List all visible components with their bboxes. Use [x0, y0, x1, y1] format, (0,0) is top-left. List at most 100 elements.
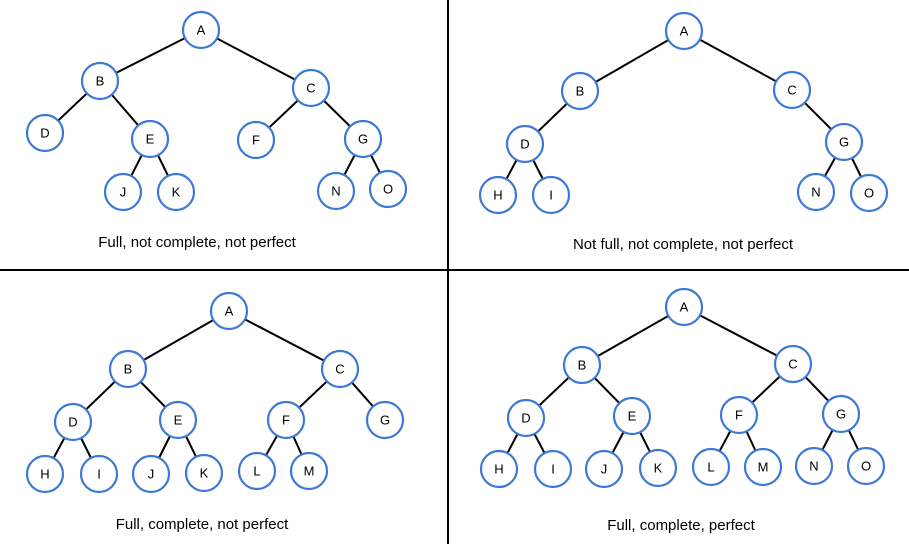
tree-node-n: N — [794, 446, 834, 486]
tree-node-m: M — [289, 451, 329, 491]
tree-node-d: D — [25, 113, 65, 153]
node-label: E — [174, 413, 183, 428]
edge-a-c — [228, 310, 341, 370]
node-label: M — [304, 464, 315, 479]
panel-1-caption: Full, not complete, not perfect — [98, 234, 296, 251]
tree-node-e: E — [612, 396, 652, 436]
node-circle — [237, 451, 277, 491]
node-circle — [316, 171, 356, 211]
node-circle — [796, 172, 836, 212]
node-label: A — [680, 24, 689, 39]
node-label: E — [146, 132, 155, 147]
node-circle — [103, 172, 143, 212]
node-circle — [479, 449, 519, 489]
tree-node-j: J — [103, 172, 143, 212]
node-circle — [53, 402, 93, 442]
node-circle — [365, 400, 405, 440]
node-label: F — [252, 133, 260, 148]
node-circle — [846, 446, 886, 486]
node-label: O — [383, 182, 393, 197]
tree-node-o: O — [368, 169, 408, 209]
edge-a-c — [683, 306, 794, 365]
tree-node-d: D — [506, 398, 546, 438]
node-circle — [320, 349, 360, 389]
node-circle — [821, 394, 861, 434]
tree-node-c: C — [291, 68, 331, 108]
node-label: J — [148, 467, 155, 482]
node-circle — [209, 291, 249, 331]
tree-node-h: H — [25, 454, 65, 494]
node-circle — [505, 124, 545, 164]
node-circle — [236, 120, 276, 160]
node-label: A — [225, 304, 234, 319]
node-circle — [291, 68, 331, 108]
tree-node-o: O — [849, 173, 889, 213]
node-circle — [25, 454, 65, 494]
node-label: C — [788, 357, 797, 372]
tree-node-i: I — [79, 454, 119, 494]
node-label: C — [787, 83, 796, 98]
tree-node-a: A — [664, 11, 704, 51]
node-circle — [531, 175, 571, 215]
node-circle — [80, 61, 120, 101]
tree-node-n: N — [316, 171, 356, 211]
edge-a-c — [200, 29, 312, 89]
tree-node-k: K — [156, 172, 196, 212]
tree-node-c: C — [772, 70, 812, 110]
node-label: J — [120, 185, 127, 200]
node-circle — [130, 119, 170, 159]
tree-node-g: G — [824, 122, 864, 162]
tree-node-l: L — [237, 451, 277, 491]
node-circle — [794, 446, 834, 486]
node-circle — [158, 400, 198, 440]
node-circle — [560, 71, 600, 111]
node-label: K — [200, 466, 209, 481]
node-circle — [849, 173, 889, 213]
tree-node-i: I — [533, 449, 573, 489]
node-label: E — [628, 409, 637, 424]
edge-a-c — [683, 30, 793, 91]
tree-node-i: I — [531, 175, 571, 215]
node-label: A — [680, 300, 689, 315]
tree-node-c: C — [773, 344, 813, 384]
tree-node-c: C — [320, 349, 360, 389]
node-circle — [108, 349, 148, 389]
node-label: N — [809, 459, 818, 474]
tree-node-k: K — [638, 448, 678, 488]
tree-node-j: J — [131, 454, 171, 494]
tree-node-a: A — [664, 287, 704, 327]
node-label: N — [811, 185, 820, 200]
node-label: O — [861, 459, 871, 474]
node-circle — [478, 175, 518, 215]
node-circle — [612, 396, 652, 436]
node-label: K — [172, 185, 181, 200]
tree-node-g: G — [343, 119, 383, 159]
edge-a-b — [581, 306, 685, 366]
edge-a-b — [127, 310, 230, 370]
panel-4-caption: Full, complete, perfect — [607, 517, 755, 534]
node-circle — [181, 10, 221, 50]
node-circle — [584, 449, 624, 489]
node-circle — [664, 11, 704, 51]
node-circle — [79, 454, 119, 494]
tree-node-g: G — [821, 394, 861, 434]
node-circle — [773, 344, 813, 384]
panel-3-caption: Full, complete, not perfect — [116, 516, 289, 533]
tree-node-b: B — [108, 349, 148, 389]
tree-node-h: H — [479, 449, 519, 489]
tree-node-h: H — [478, 175, 518, 215]
node-circle — [506, 398, 546, 438]
node-label: J — [601, 462, 608, 477]
tree-node-f: F — [266, 400, 306, 440]
node-circle — [638, 448, 678, 488]
node-label: C — [335, 362, 344, 377]
tree-node-e: E — [130, 119, 170, 159]
edge-a-b — [579, 30, 685, 92]
node-label: H — [493, 188, 502, 203]
node-label: O — [864, 186, 874, 201]
